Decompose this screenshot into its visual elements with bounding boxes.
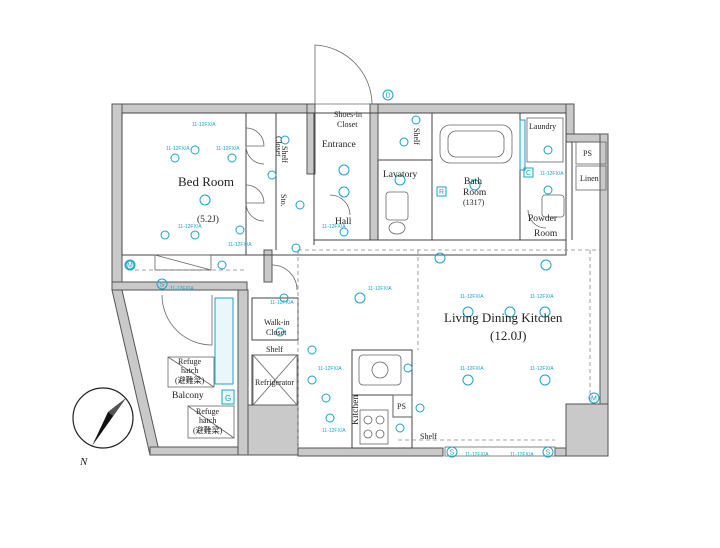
lighting-code: 11-12FX/A [368,286,392,292]
closet-vertical-label: Closet [274,136,283,157]
bedroom-size: (5.2J) [197,214,219,225]
laundry-label: Laundry [529,122,556,131]
lighting-code: 11-12FX/A [322,224,346,230]
north-arrow: N [72,387,134,468]
bath-fixtures [154,117,565,457]
refuge2-line1: Refuge [196,407,220,416]
bedroom-label: Bed Room [178,174,234,189]
bathroom-size: (1317) [463,198,485,207]
circle-markers: S S S M M D R C G [124,89,600,458]
powder-label-line2: Room [534,229,558,239]
lighting-code: 11-12FX/A [510,452,534,458]
north-arrow-icon [92,398,126,446]
shoes-closet-line2: Closet [337,120,358,129]
refuge1-line2: hatch [181,366,198,375]
refuge1-line3: (避難梁) [175,375,205,385]
powder-label-line1: Powder [528,214,558,224]
marker-s-label: S [546,450,551,457]
lighting-code: 11-12FX/A [322,428,346,434]
compass-circle [72,387,134,449]
refrigerator-label: Refrigerator [255,378,294,387]
lighting-code: 11-12FX/A [530,294,554,300]
walkin-label-line2: Closet [266,328,287,337]
doors [161,44,547,346]
lavatory-label: Lavatory [383,170,418,180]
balcony-label: Balcony [172,391,204,401]
lighting-code: 11-12FX/A [178,224,202,230]
hall-label: Hall [335,217,352,227]
shoes-closet-line1: Shoes-in [334,110,362,119]
refuge2-line2: hatch [199,416,216,425]
exterior-walls [111,103,609,457]
ps-label-kitchen: PS [397,402,406,411]
shelf-label-kitchen: Shelf [420,432,437,441]
marker-m-label: M [127,263,133,270]
lighting-code: 11-12FX/A [460,294,484,300]
marker-s-label: S [450,450,455,457]
lighting-code: 11-12FX/A [530,366,554,372]
refuge2-line3: (避難梁) [193,425,223,435]
lighting-code: 11-12FX/A [192,122,216,128]
lighting-code: 11-12FX/A [460,366,484,372]
bathroom-label-line1: Bath [464,177,482,187]
shelf-vertical-label: Shelf [280,146,289,163]
ps-label-top: PS [583,149,592,158]
marker-r-label: R [439,189,444,196]
lighting-code: 11-12FX/A [228,242,252,248]
marker-d-label: D [386,93,391,100]
marker-m-label: M [591,396,597,403]
marker-c-label: C [526,170,531,177]
lighting-code: 11-12FX/A [270,300,294,306]
room-labels: Bed Room (5.2J) Living Dining Kitchen (1… [172,110,599,441]
refuge1-line1: Refuge [178,357,202,366]
linen-label: Linen [580,174,599,183]
entrance-label: Entrance [322,140,356,150]
gas-g-label: G [225,394,231,403]
walkin-label-line1: Walk-in [264,318,290,327]
lighting-code: 11-12FX/A [216,146,240,152]
bathroom-label-line2: Room [463,188,487,198]
ldk-label: Living Dining Kitchen [444,310,563,325]
lighting-code: 11-12FX/A [465,452,489,458]
shelf-label-entrance: Shelf [412,128,421,145]
ldk-size: (12.0J) [490,328,526,343]
lighting-code: 11-12FX/A [170,286,194,292]
lighting-code: 11-12FX/A [166,146,190,152]
kitchen-label: Kitchen [351,395,361,425]
lighting-code: 11-12FX/A [540,171,564,177]
north-label: N [79,456,88,468]
marker-s-label: S [160,282,165,289]
lighting-code: 11-12FX/A [318,366,342,372]
storage-vertical-label: Sto. [279,194,288,207]
shelf-label-walkin: Shelf [266,345,283,354]
lighting-symbols: 11-12FX/A 11-12FX/A 11-12FX/A 11-12FX/A … [125,115,564,458]
